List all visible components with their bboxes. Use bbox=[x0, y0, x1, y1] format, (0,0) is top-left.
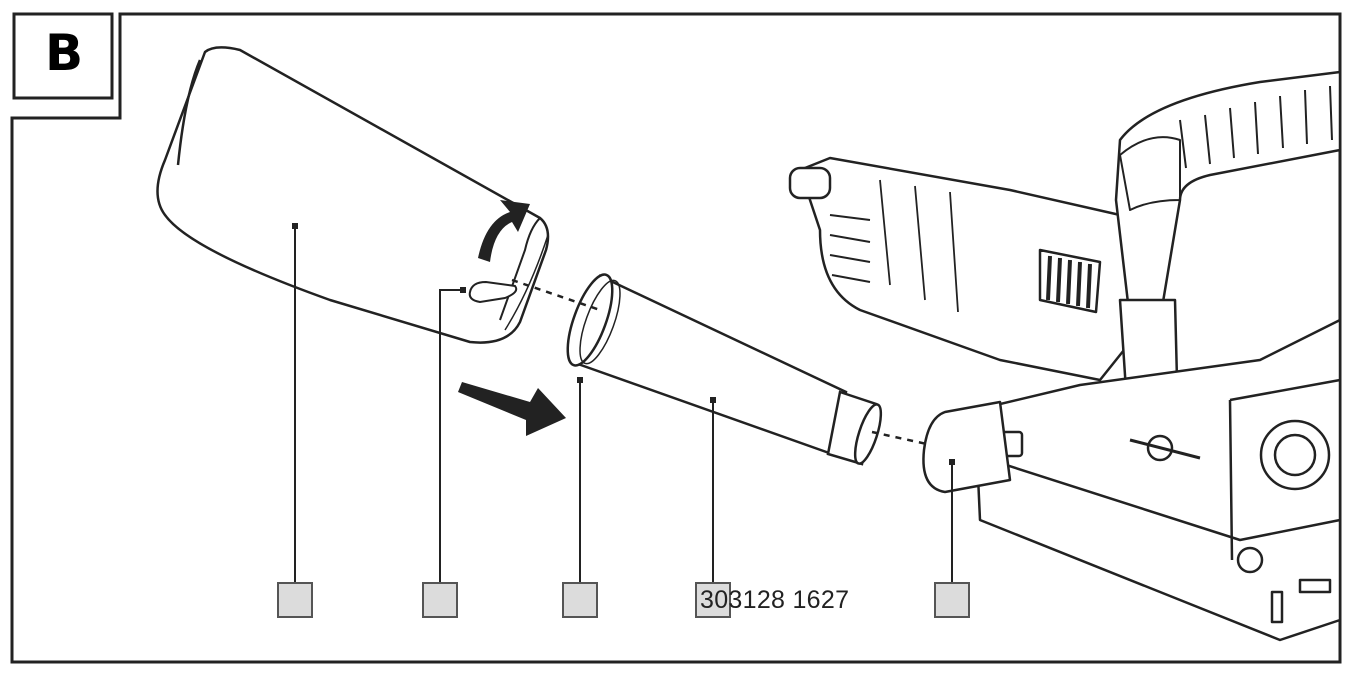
leader-bag-clip bbox=[439, 289, 463, 582]
jointer-drawing bbox=[788, 70, 1342, 642]
figure-frame bbox=[10, 12, 1342, 664]
bag-clip-drawing bbox=[468, 280, 518, 304]
leader-dot-adapter bbox=[710, 397, 716, 403]
leader-lines bbox=[294, 226, 953, 582]
assembly-line-1 bbox=[511, 278, 601, 312]
rotate-arrow bbox=[478, 200, 530, 262]
leader-dot-dust-bag bbox=[292, 223, 298, 229]
callout-box-adapter-collar bbox=[562, 582, 598, 618]
figure-label-box bbox=[12, 12, 114, 100]
callout-box-dust-bag bbox=[277, 582, 313, 618]
leader-dot-bag-clip bbox=[460, 287, 466, 293]
document-code: 303128 1627 bbox=[700, 586, 850, 614]
callout-box-adapter bbox=[695, 582, 731, 618]
adapter-drawing bbox=[566, 273, 883, 466]
push-arrow bbox=[458, 382, 566, 436]
dust-bag-drawing bbox=[156, 46, 550, 344]
figure-label: B bbox=[44, 24, 84, 82]
leader-dot-adapter-collar bbox=[577, 377, 583, 383]
callout-box-extraction-port bbox=[934, 582, 970, 618]
leader-dot-extraction-port bbox=[949, 459, 955, 465]
callout-box-bag-clip bbox=[422, 582, 458, 618]
